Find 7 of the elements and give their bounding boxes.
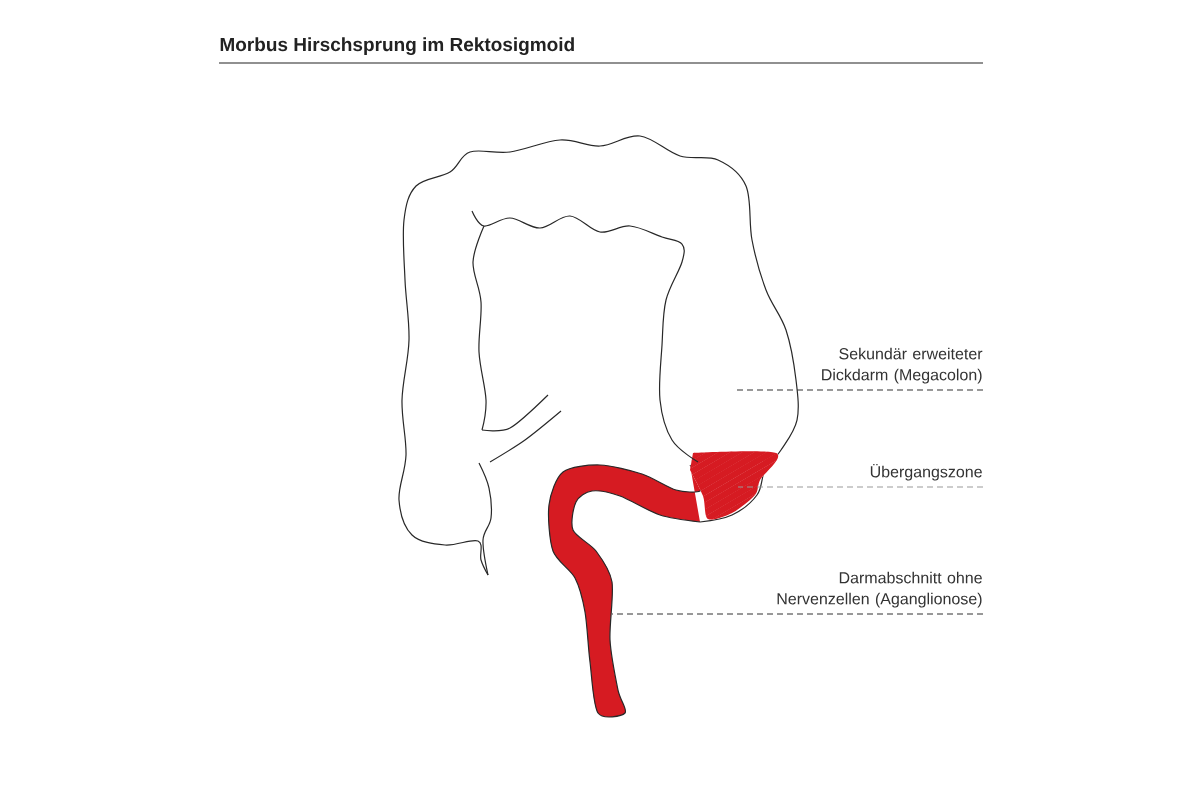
leader-line — [737, 486, 984, 488]
leader-line — [736, 389, 984, 391]
callout-text: Übergangszone — [870, 463, 982, 481]
title: Morbus Hirschsprung im Rektosigmoid — [220, 37, 574, 55]
callout-text: Sekundär erweiteter Dickdarm (Megacolon) — [822, 347, 983, 384]
leader-line — [611, 613, 984, 615]
callout-text: Darmabschnitt ohne Nervenzellen (Aganglionose) — [777, 571, 982, 608]
